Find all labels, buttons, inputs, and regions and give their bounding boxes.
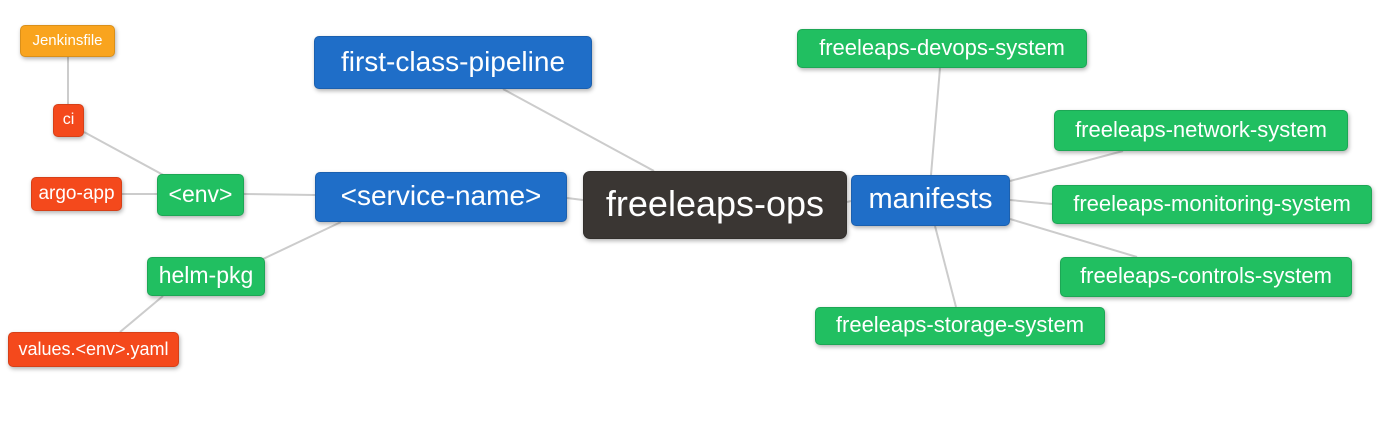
- node-label-env: <env>: [168, 180, 233, 207]
- node-label-service-name: <service-name>: [340, 180, 542, 211]
- edge-ci-env: [83, 131, 168, 178]
- node-label-values-env-yaml: values.<env>.yaml: [18, 338, 169, 359]
- node-label-manifests: manifests: [868, 183, 993, 215]
- node-freeleaps-controls-system[interactable]: freeleaps-controls-system: [1060, 257, 1352, 297]
- node-manifests[interactable]: manifests: [851, 175, 1010, 226]
- node-freeleaps-storage-system[interactable]: freeleaps-storage-system: [815, 307, 1105, 345]
- edge-helm-pkg-service-name: [262, 221, 342, 260]
- node-label-helm-pkg: helm-pkg: [158, 262, 254, 288]
- node-env[interactable]: <env>: [157, 174, 244, 216]
- node-argo-app[interactable]: argo-app: [31, 177, 122, 211]
- node-label-first-class-pipeline: first-class-pipeline: [340, 45, 566, 77]
- edge-first-class-pipeline-freeleaps-ops: [502, 88, 655, 172]
- node-label-ci: ci: [62, 110, 75, 128]
- edge-service-name-freeleaps-ops: [566, 197, 584, 201]
- node-ci[interactable]: ci: [53, 104, 84, 137]
- node-label-jenkinsfile: Jenkinsfile: [32, 31, 103, 49]
- node-freeleaps-monitoring-system[interactable]: freeleaps-monitoring-system: [1052, 185, 1372, 224]
- node-freeleaps-devops-system[interactable]: freeleaps-devops-system: [797, 29, 1087, 68]
- node-helm-pkg[interactable]: helm-pkg: [147, 257, 265, 296]
- node-freeleaps-ops[interactable]: freeleaps-ops: [583, 171, 847, 239]
- edge-manifests-freeleaps-devops-system: [930, 67, 941, 176]
- node-label-freeleaps-storage-system: freeleaps-storage-system: [835, 312, 1085, 337]
- edge-manifests-freeleaps-controls-system: [1009, 218, 1138, 258]
- node-values-env-yaml[interactable]: values.<env>.yaml: [8, 332, 179, 367]
- edge-env-service-name: [243, 193, 316, 196]
- node-label-freeleaps-controls-system: freeleaps-controls-system: [1080, 263, 1332, 288]
- node-first-class-pipeline[interactable]: first-class-pipeline: [314, 36, 592, 89]
- edge-manifests-freeleaps-monitoring-system: [1009, 199, 1053, 205]
- edge-manifests-freeleaps-network-system: [1009, 150, 1124, 182]
- node-label-freeleaps-ops: freeleaps-ops: [605, 183, 825, 224]
- node-freeleaps-network-system[interactable]: freeleaps-network-system: [1054, 110, 1348, 151]
- node-jenkinsfile[interactable]: Jenkinsfile: [20, 25, 115, 57]
- node-label-freeleaps-devops-system: freeleaps-devops-system: [819, 34, 1065, 60]
- node-label-freeleaps-network-system: freeleaps-network-system: [1075, 116, 1327, 142]
- edge-values-env-yaml-helm-pkg: [119, 295, 164, 333]
- edge-freeleaps-ops-manifests: [846, 200, 852, 203]
- node-label-argo-app: argo-app: [38, 182, 115, 204]
- node-service-name[interactable]: <service-name>: [315, 172, 567, 222]
- node-label-freeleaps-monitoring-system: freeleaps-monitoring-system: [1073, 190, 1351, 216]
- edge-manifests-freeleaps-storage-system: [934, 225, 957, 308]
